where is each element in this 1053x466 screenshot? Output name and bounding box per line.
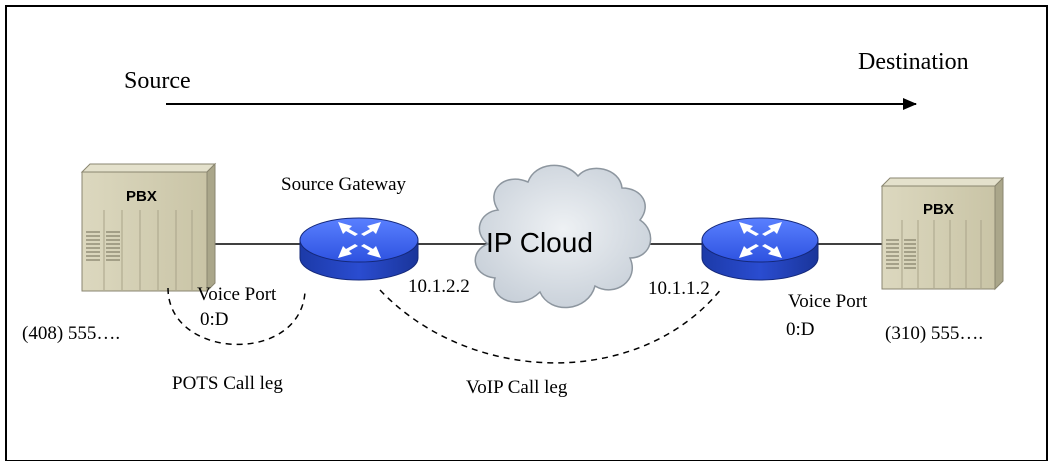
ip-cloud-label: IP Cloud: [486, 227, 593, 258]
destination-pbx-icon: [880, 176, 1005, 291]
voip-call-leg-path: [379, 287, 723, 364]
destination-router-icon: [701, 217, 819, 281]
destination-pbx-label: PBX: [923, 201, 954, 218]
destination-gateway-ip: 10.1.1.2: [648, 278, 710, 299]
source-voice-port-line2: 0:D: [200, 309, 229, 330]
ip-cloud-icon: [474, 164, 652, 309]
source-phone-number: (408) 555….: [22, 323, 120, 344]
source-router-icon: [299, 217, 419, 281]
destination-voice-port-line1: Voice Port: [788, 291, 868, 312]
source-voice-port-line1: Voice Port: [197, 284, 277, 305]
destination-phone-number: (310) 555….: [885, 323, 983, 344]
source-pbx-icon: [80, 162, 217, 293]
source-gateway-ip: 10.1.2.2: [408, 276, 470, 297]
source-label: Source: [124, 68, 191, 94]
pots-call-leg-label: POTS Call leg: [172, 373, 283, 394]
pots-call-leg-path: [167, 287, 306, 346]
voip-call-leg-label: VoIP Call leg: [466, 377, 568, 398]
destination-label: Destination: [858, 49, 969, 75]
source-gateway-label: Source Gateway: [281, 174, 407, 195]
source-pbx-label: PBX: [126, 188, 157, 205]
destination-voice-port-line2: 0:D: [786, 319, 815, 340]
